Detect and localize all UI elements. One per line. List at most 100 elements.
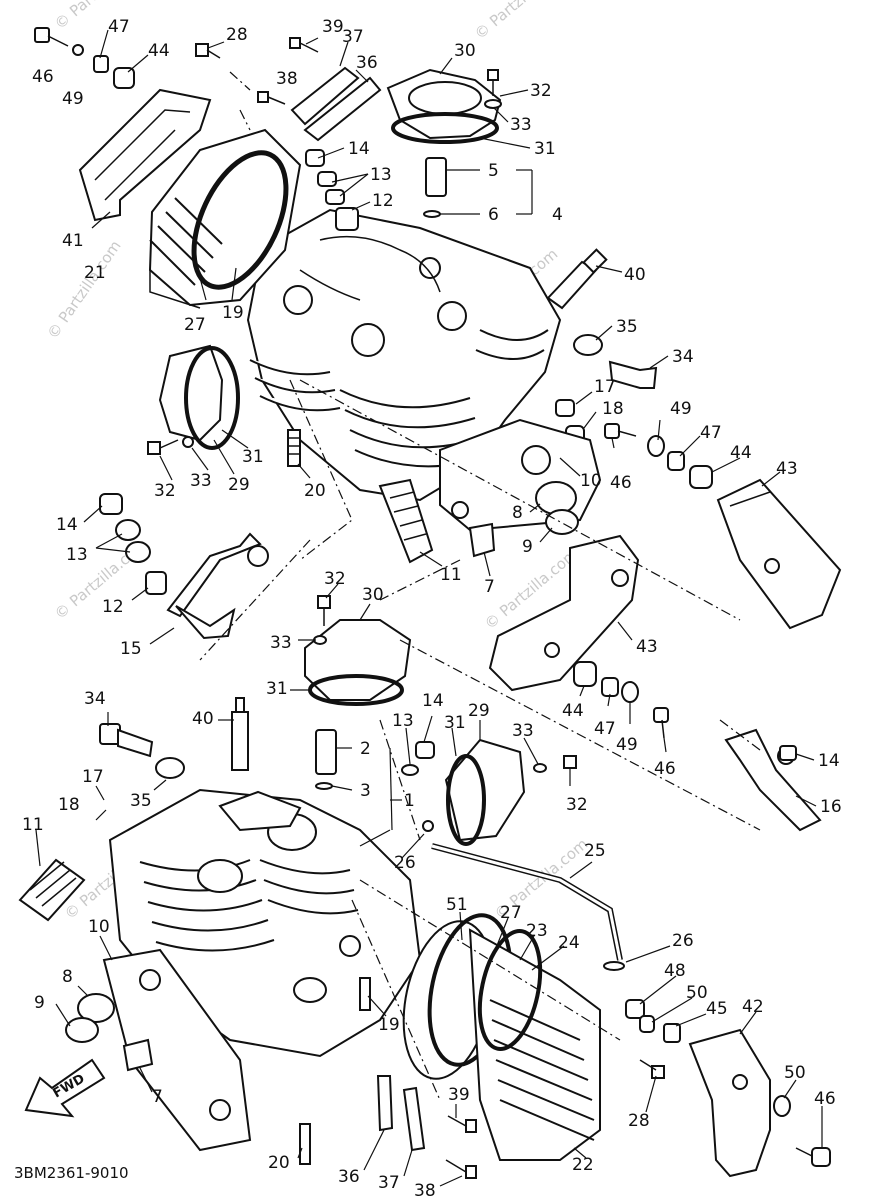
callout-34: 34: [672, 347, 694, 367]
callout-11: 11: [22, 815, 44, 835]
callout-29: 29: [468, 701, 490, 721]
callout-40: 40: [192, 709, 214, 729]
callout-31: 31: [266, 679, 288, 699]
callout-44: 44: [148, 41, 170, 61]
valve-stack-top: [305, 149, 359, 231]
parts-8-9-7-lower: [65, 993, 154, 1072]
callout-6: 6: [488, 205, 499, 225]
callout-20: 20: [304, 481, 326, 501]
callout-22: 22: [572, 1155, 594, 1175]
callout-13: 13: [66, 545, 88, 565]
valve-cover-30-mid: [304, 595, 412, 706]
callout-19: 19: [222, 303, 244, 323]
callout-12: 12: [102, 597, 124, 617]
callout-8: 8: [512, 503, 523, 523]
fasteners-48-50-45: [603, 961, 681, 1079]
cover-43-right: [716, 478, 842, 630]
callout-32: 32: [154, 481, 176, 501]
callout-26: 26: [394, 853, 416, 873]
fasteners-mid-right: [604, 423, 713, 489]
bracket-36-37-top: [290, 66, 382, 142]
callout-37: 37: [342, 27, 364, 47]
callout-24: 24: [558, 933, 580, 953]
callout-46: 46: [814, 1089, 836, 1109]
callout-14: 14: [56, 515, 78, 535]
callout-48: 48: [664, 961, 686, 981]
callout-47: 47: [700, 423, 722, 443]
callout-32: 32: [566, 795, 588, 815]
fasteners-50-46-lower: [773, 1095, 831, 1167]
callout-45: 45: [706, 999, 728, 1019]
callout-21: 21: [84, 263, 106, 283]
bolt-34-35-top: [573, 334, 658, 389]
callout-25: 25: [584, 841, 606, 861]
callout-32: 32: [530, 81, 552, 101]
callout-31: 31: [444, 713, 466, 733]
spark-plug-40-top: [546, 248, 608, 310]
callout-50: 50: [784, 1063, 806, 1083]
bracket-16: [724, 728, 822, 832]
callout-42: 42: [742, 997, 764, 1017]
callout-11: 11: [440, 565, 462, 585]
callout-23: 23: [526, 921, 548, 941]
callout-5: 5: [488, 161, 499, 181]
small-parts-top: [34, 27, 502, 109]
callout-41: 41: [62, 231, 84, 251]
callout-33: 33: [510, 115, 532, 135]
callout-9: 9: [34, 993, 45, 1013]
cover-43-lower: [488, 534, 640, 692]
callout-30: 30: [454, 41, 476, 61]
callout-28: 28: [628, 1111, 650, 1131]
callout-26: 26: [672, 931, 694, 951]
fasteners-lower-mid: [573, 661, 669, 739]
callout-29: 29: [228, 475, 250, 495]
diagram-code: 3BM2361-9010: [14, 1164, 129, 1182]
callout-46: 46: [610, 473, 632, 493]
callout-8: 8: [62, 967, 73, 987]
callout-32: 32: [324, 569, 346, 589]
watermark: © Partzilla.com: [51, 0, 151, 33]
callout-16: 16: [820, 797, 842, 817]
callouts: 46 47 49 44 28 39 37 38 36 30 32 33 31 1…: [22, 17, 842, 1200]
callout-4: 4: [552, 205, 563, 225]
callout-49: 49: [616, 735, 638, 755]
callout-7: 7: [484, 577, 495, 597]
callout-17: 17: [594, 377, 616, 397]
stud-20-top: [287, 429, 301, 467]
callout-39: 39: [322, 17, 344, 37]
callout-9: 9: [522, 537, 533, 557]
callout-46: 46: [654, 759, 676, 779]
callout-13: 13: [370, 165, 392, 185]
callout-14: 14: [818, 751, 840, 771]
cylinder-cover-41: [78, 88, 212, 222]
callout-51: 51: [446, 895, 468, 915]
callout-20: 20: [268, 1153, 290, 1173]
callout-10: 10: [580, 471, 602, 491]
tappet-cover-29-top: [147, 344, 240, 455]
callout-14: 14: [422, 691, 444, 711]
front-cylinder: [402, 913, 601, 1161]
watermark: © Partzilla.com: [471, 0, 571, 43]
callout-43: 43: [636, 637, 658, 657]
callout-43: 43: [776, 459, 798, 479]
callout-40: 40: [624, 265, 646, 285]
callout-35: 35: [130, 791, 152, 811]
callout-17: 17: [82, 767, 104, 787]
bracket-15: [166, 532, 269, 640]
assembly-lines: [199, 71, 761, 1101]
callout-14: 14: [348, 139, 370, 159]
callout-47: 47: [108, 17, 130, 37]
callout-33: 33: [270, 633, 292, 653]
callout-49: 49: [62, 89, 84, 109]
watermark: © Partzilla.com: [44, 237, 125, 342]
callout-36: 36: [338, 1167, 360, 1187]
studs-lower: [299, 977, 371, 1165]
callout-38: 38: [414, 1181, 436, 1200]
callout-15: 15: [120, 639, 142, 659]
rear-cylinder: [148, 128, 302, 309]
callout-27: 27: [500, 903, 522, 923]
valve-guide-2: [315, 729, 337, 790]
callout-50: 50: [686, 983, 708, 1003]
callout-13: 13: [392, 711, 414, 731]
callout-1: 1: [404, 791, 415, 811]
